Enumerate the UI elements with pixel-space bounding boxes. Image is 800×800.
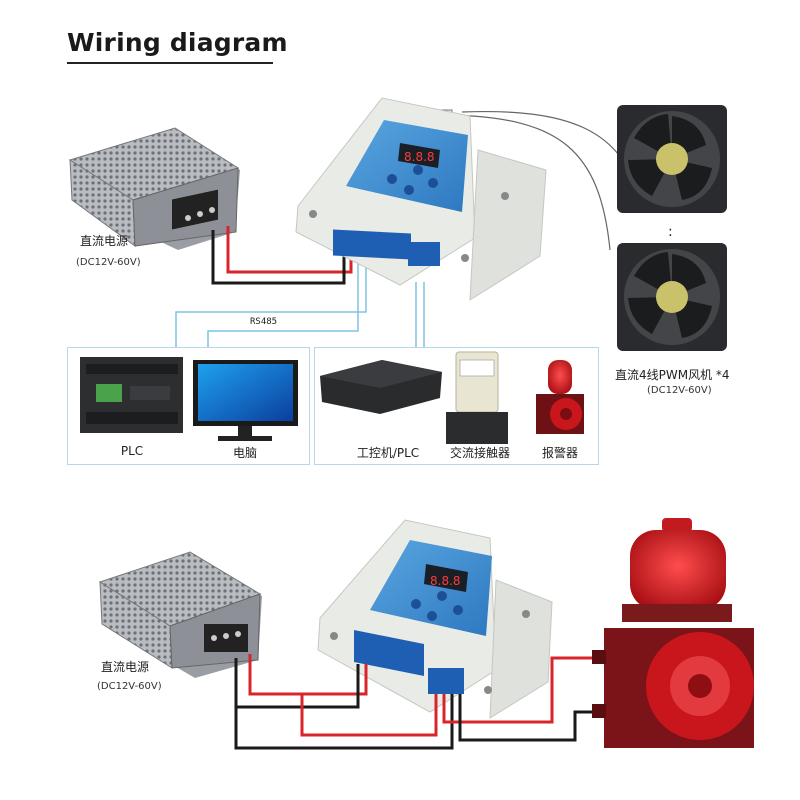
alarm-device bbox=[536, 360, 584, 434]
bottom-alarm-device bbox=[592, 518, 754, 748]
bottom-wire-red-relay-in bbox=[300, 694, 438, 737]
page-title: Wiring diagram bbox=[67, 28, 288, 57]
fan-separator: : bbox=[668, 224, 673, 240]
bottom-power-supply-label: 直流电源 bbox=[101, 660, 150, 674]
bottom-wire-black-alarm bbox=[458, 694, 600, 742]
bottom-wire-black-supply bbox=[234, 658, 360, 709]
svg-text:8.8.8: 8.8.8 bbox=[404, 150, 435, 164]
device-label-computer: 电脑 bbox=[232, 446, 257, 460]
fan-bottom bbox=[617, 243, 727, 351]
title-underline bbox=[67, 62, 273, 64]
device-label-ipc-plc: 工控机/PLC bbox=[356, 446, 420, 460]
top-power-supply-label: 直流电源 bbox=[80, 234, 129, 248]
device-label-ac-contactor: 交流接触器 bbox=[449, 446, 510, 460]
fan-label: 直流4线PWM风机 *4 bbox=[615, 368, 730, 382]
fan-wire-1 bbox=[451, 114, 611, 251]
ac-contactor bbox=[446, 351, 508, 444]
fan-top bbox=[617, 105, 727, 213]
bottom-wire-red-supply bbox=[248, 654, 368, 696]
top-wire-black bbox=[211, 230, 346, 285]
bottom-wire-red-alarm bbox=[442, 656, 600, 724]
fan-range: (DC12V-60V) bbox=[647, 385, 712, 396]
device-label-plc: PLC bbox=[120, 444, 144, 458]
bottom-power-supply bbox=[98, 551, 262, 678]
bottom-controller: 8.8.8 bbox=[317, 519, 553, 719]
plc-device bbox=[80, 357, 183, 433]
top-power-supply bbox=[68, 127, 240, 250]
svg-text:8.8.8: 8.8.8 bbox=[430, 574, 461, 588]
computer-monitor bbox=[193, 360, 298, 441]
industrial-pc bbox=[320, 360, 442, 414]
device-label-alarm: 报警器 bbox=[541, 446, 578, 460]
rs485-label: RS485 bbox=[250, 317, 278, 327]
rs485-wire-b bbox=[207, 234, 359, 347]
top-controller: 8.8.8 bbox=[295, 97, 547, 301]
top-power-supply-range: (DC12V-60V) bbox=[76, 257, 141, 268]
rs485-wire-a bbox=[175, 234, 367, 347]
bottom-power-supply-range: (DC12V-60V) bbox=[97, 681, 162, 692]
